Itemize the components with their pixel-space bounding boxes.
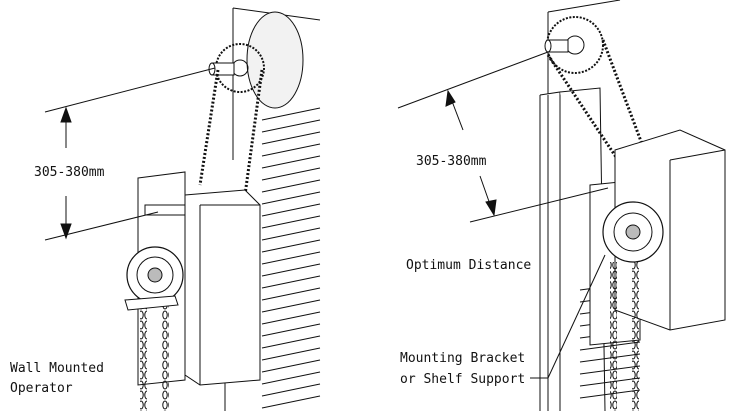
bracket-label-line1: Mounting Bracket [400, 351, 525, 366]
drive-chain [198, 69, 220, 186]
extension-line-top [44, 67, 216, 113]
door-drum [246, 11, 304, 109]
hand-chain-right [162, 300, 169, 411]
extension-line-top-right [397, 51, 549, 109]
left-caption-line2: Operator [10, 381, 73, 396]
optimum-distance-label: Optimum Distance [406, 258, 531, 273]
right-dimension [397, 51, 609, 379]
hand-chain-right-a [610, 262, 617, 411]
door-slats [261, 107, 321, 409]
operator-housing [184, 189, 261, 386]
bracket-label-line2: or Shelf Support [400, 372, 525, 387]
chain-guide-bracket [124, 295, 179, 311]
door-jamb [539, 91, 561, 411]
left-dimension-label: 305-380mm [34, 165, 105, 180]
arrow-down-right [485, 199, 497, 217]
extension-line-bottom [44, 211, 159, 241]
arrow-down [60, 223, 72, 240]
hand-chain-left [140, 300, 147, 411]
right-dimension-label: 305-380mm [416, 154, 487, 169]
extension-line-bottom-right [469, 187, 609, 223]
bracket-leader [547, 254, 606, 379]
right-illustration [539, 0, 726, 411]
left-illustration [124, 7, 321, 411]
arrow-up [60, 106, 72, 123]
hand-chain-right-b [632, 262, 639, 411]
left-caption-line1: Wall Mounted [10, 361, 104, 376]
left-dimension [44, 67, 216, 241]
arrow-up-right [445, 89, 456, 107]
